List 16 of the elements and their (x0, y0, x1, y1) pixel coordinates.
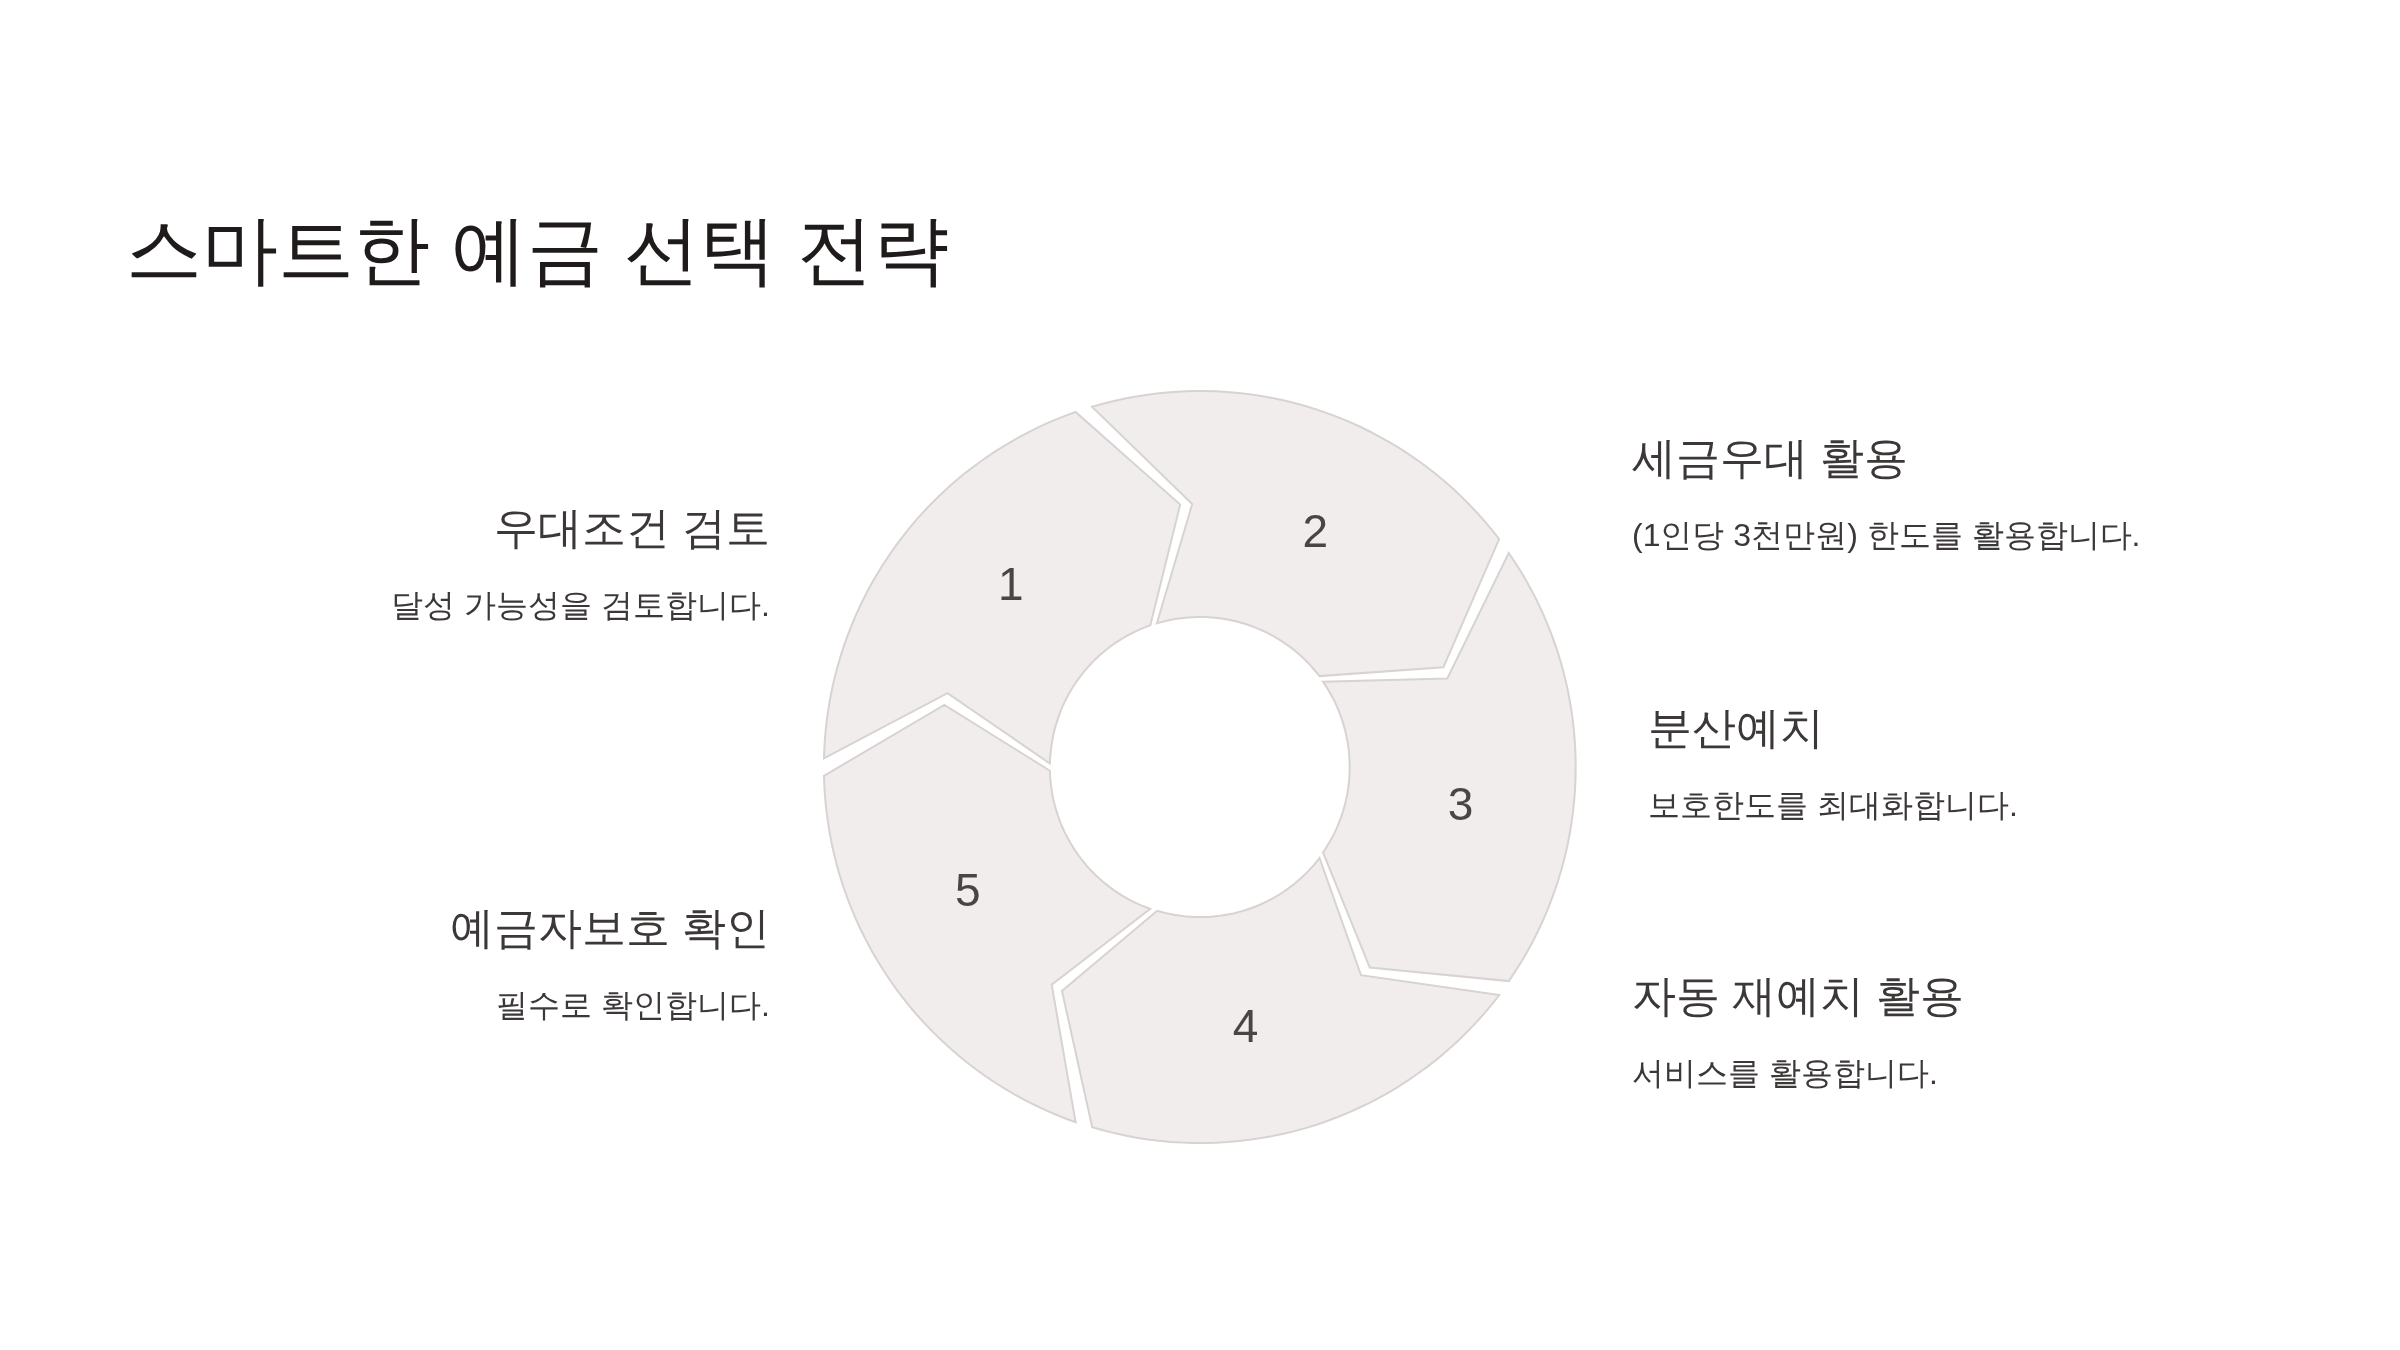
step-number: 4 (1232, 1003, 1259, 1049)
step-number: 1 (998, 561, 1024, 608)
step-heading: 자동 재예치 활용 (1632, 970, 1965, 1022)
step-description: 필수로 확인합니다. (496, 986, 770, 1025)
step-heading: 분산예치 (1648, 702, 1824, 754)
step-number: 2 (1302, 507, 1329, 554)
title: 스마트한 예금 선택 전략 (126, 212, 950, 288)
step-heading: 우대조건 검토 (493, 502, 770, 554)
step-number: 3 (1447, 780, 1474, 827)
step-description: 보호한도를 최대화합니다. (1648, 786, 2018, 825)
step-heading: 예금자보호 확인 (449, 902, 770, 954)
step-heading: 세금우대 활용 (1632, 432, 1909, 484)
step-number: 5 (955, 867, 981, 914)
step-description: (1인당 3천만원) 한도를 활용합니다. (1632, 516, 2141, 555)
step-description: 달성 가능성을 검토합니다. (391, 586, 770, 625)
step-description: 서비스를 활용합니다. (1632, 1054, 1938, 1093)
